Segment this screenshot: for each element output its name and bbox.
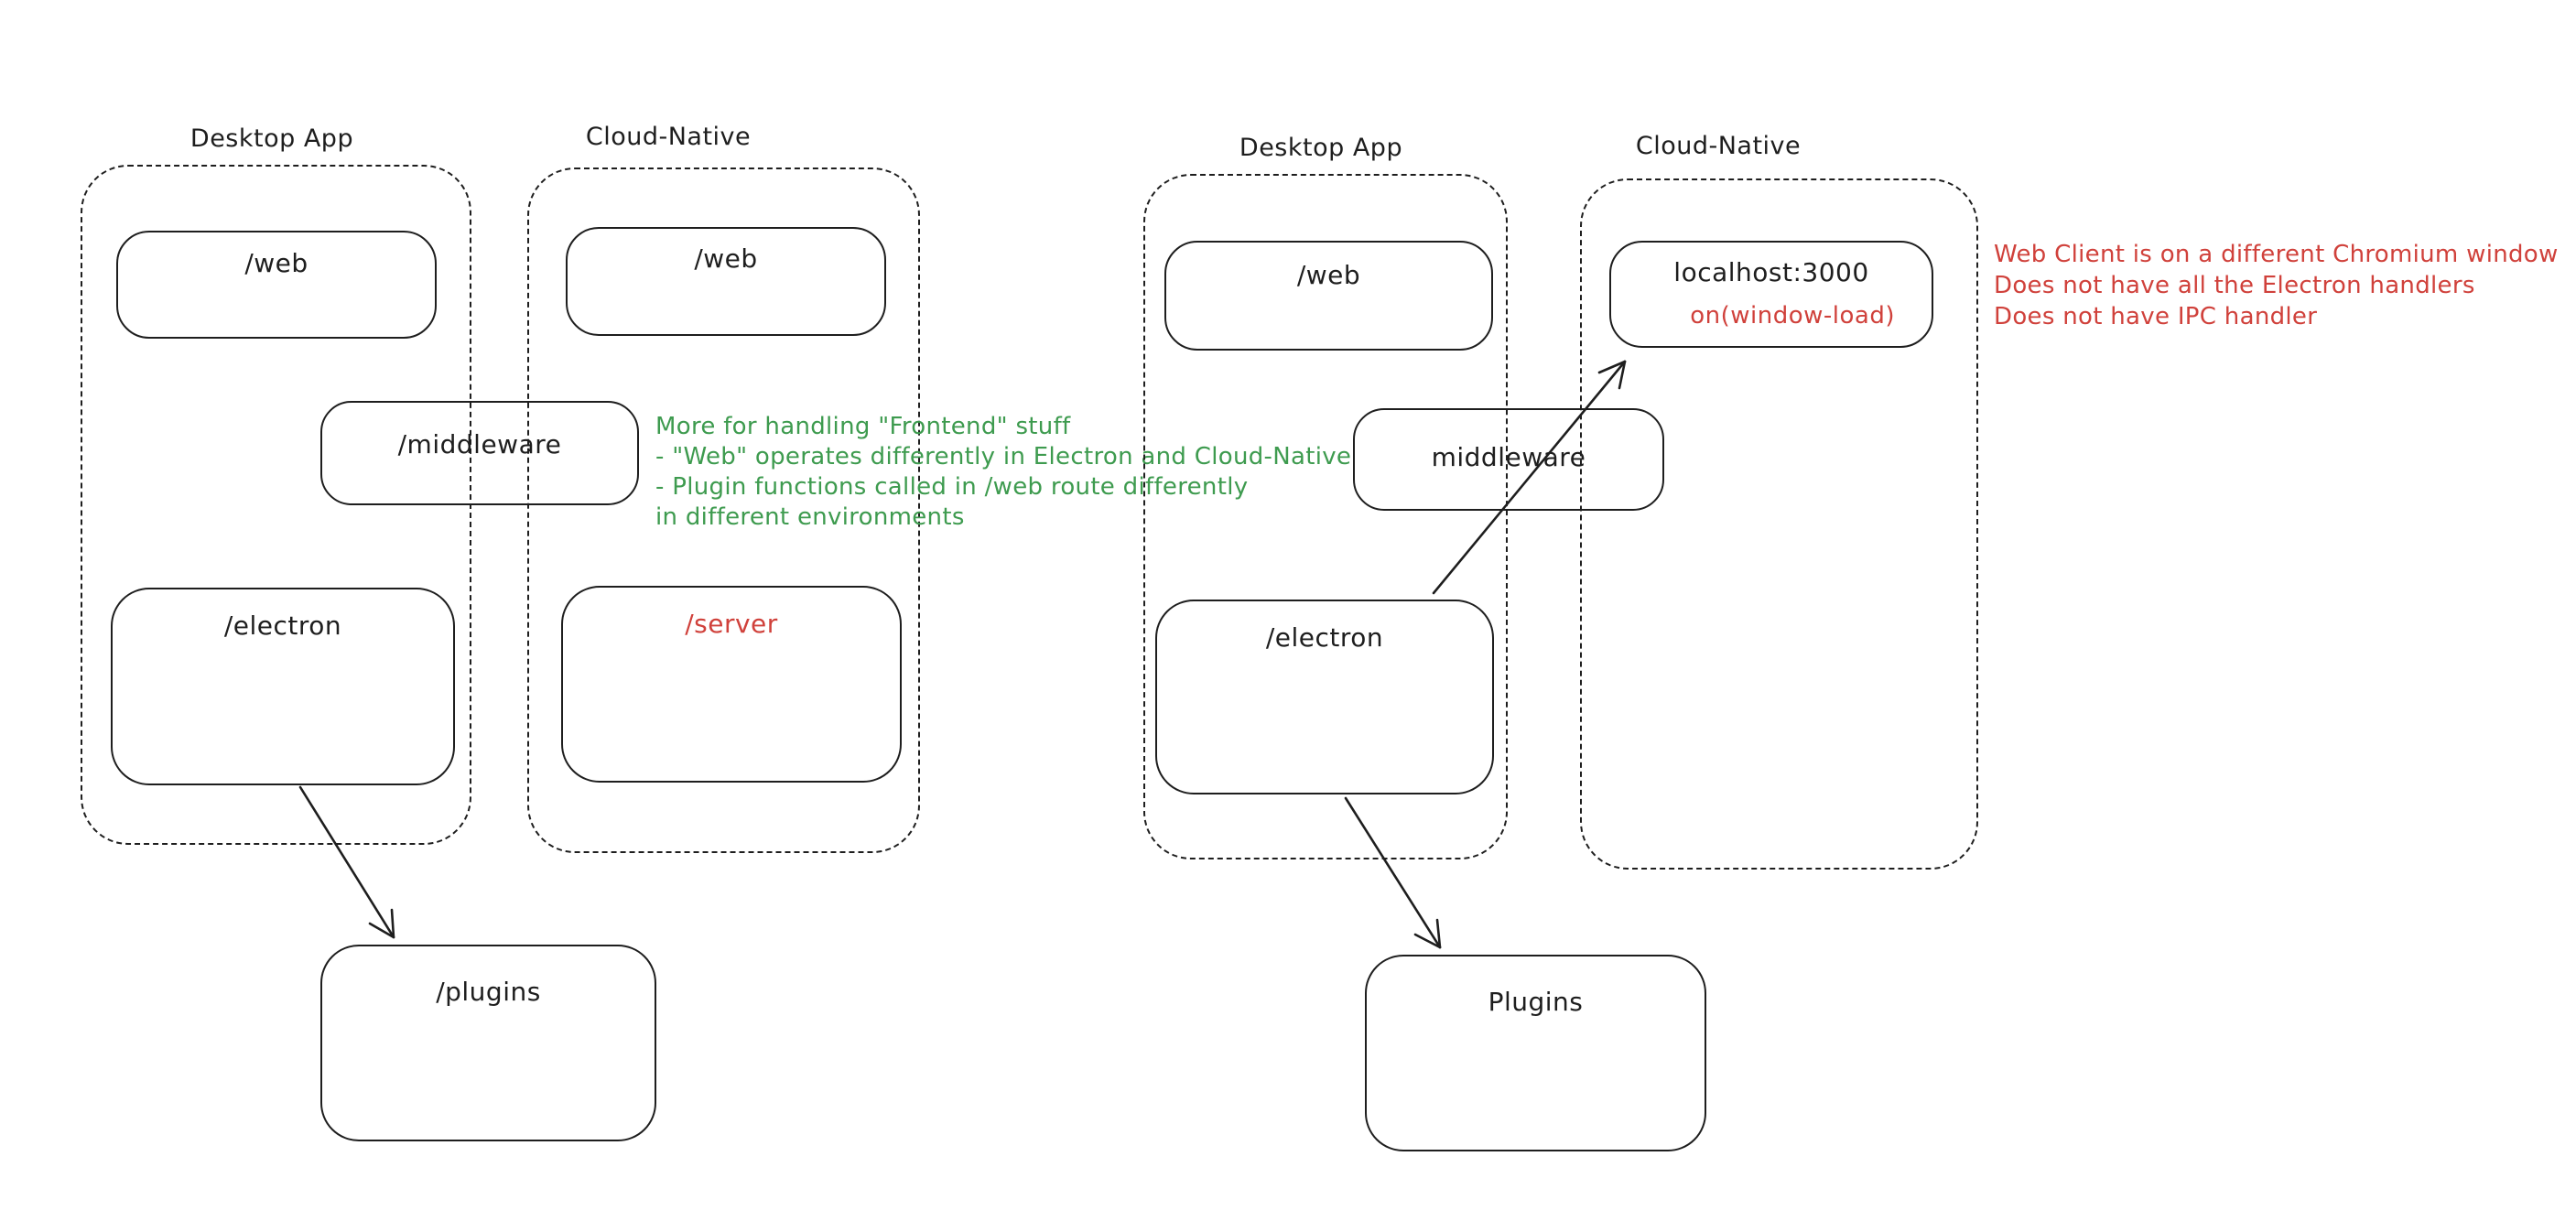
left-web-desktop-label: /web: [244, 248, 308, 278]
right-middleware-label: middleware: [1431, 442, 1586, 472]
left-middleware-label: /middleware: [397, 429, 562, 459]
right-desktop-app-title[interactable]: Desktop App: [1239, 134, 1403, 162]
red-annotation-line: Web Client is on a different Chromium wi…: [1994, 241, 2559, 268]
left-electron-box[interactable]: /electron: [111, 588, 455, 785]
right-middleware-box[interactable]: middleware: [1353, 408, 1664, 511]
left-web-desktop-box[interactable]: /web: [116, 231, 437, 339]
left-electron-label: /electron: [223, 611, 342, 641]
green-annotation-line: More for handling "Frontend" stuff: [655, 413, 1071, 440]
left-desktop-app-title[interactable]: Desktop App: [189, 124, 354, 153]
right-localhost-box[interactable]: localhost:3000 on(window-load): [1609, 241, 1933, 348]
left-cloud-native-title[interactable]: Cloud-Native: [585, 123, 752, 151]
left-web-cloud-label: /web: [694, 243, 758, 274]
green-annotation-line: - "Web" operates differently in Electron…: [655, 443, 1352, 470]
green-annotation[interactable]: More for handling "Frontend" stuff - "We…: [655, 412, 1351, 533]
left-plugins-box[interactable]: /plugins: [320, 945, 656, 1141]
left-server-label: /server: [685, 609, 778, 639]
left-server-box[interactable]: /server: [561, 586, 902, 783]
right-web-label: /web: [1296, 260, 1361, 290]
right-plugins-label: Plugins: [1488, 987, 1584, 1017]
red-annotation-line: Does not have all the Electron handlers: [1994, 272, 2475, 299]
right-electron-box[interactable]: /electron: [1155, 600, 1494, 794]
right-cloud-native-title[interactable]: Cloud-Native: [1635, 132, 1802, 160]
localhost-window-load-label: on(window-load): [1690, 302, 1895, 330]
green-annotation-line: in different environments: [655, 503, 965, 531]
right-electron-label: /electron: [1265, 622, 1384, 653]
left-web-cloud-box[interactable]: /web: [566, 227, 886, 336]
right-plugins-box[interactable]: Plugins: [1365, 955, 1706, 1151]
green-annotation-line: - Plugin functions called in /web route …: [655, 473, 1249, 501]
left-middleware-box[interactable]: /middleware: [320, 401, 639, 505]
red-annotation[interactable]: Web Client is on a different Chromium wi…: [1994, 239, 2559, 332]
localhost-label: localhost:3000: [1673, 257, 1869, 287]
left-cloud-native-container[interactable]: [527, 168, 920, 853]
right-web-box[interactable]: /web: [1164, 241, 1493, 351]
left-plugins-label: /plugins: [436, 977, 541, 1007]
red-annotation-line: Does not have IPC handler: [1994, 303, 2318, 330]
